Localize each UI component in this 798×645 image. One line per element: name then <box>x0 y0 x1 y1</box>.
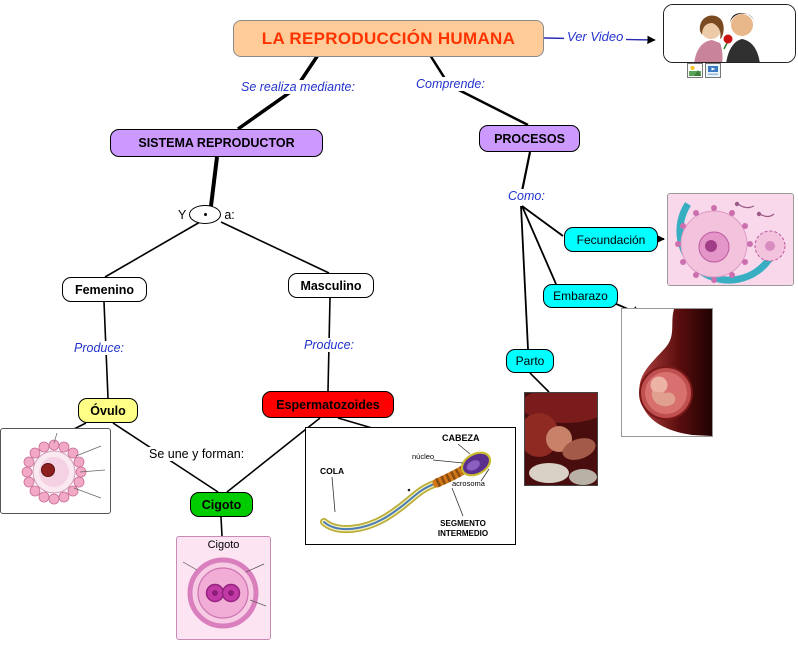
node-sistema-reproductor[interactable]: SISTEMA REPRODUCTOR <box>110 129 323 157</box>
cigoto-figure[interactable]: Cigoto <box>176 536 271 640</box>
parto-figure[interactable] <box>524 392 598 486</box>
fertilization-illustration <box>668 194 793 285</box>
sperm-label-segmento-1: SEGMENTO <box>440 519 486 528</box>
y-label-right: a: <box>224 207 235 222</box>
title-node[interactable]: LA REPRODUCCIÓN HUMANA <box>233 20 544 57</box>
sperm-label-cola: COLA <box>320 466 344 476</box>
sperm-label-acrosoma: acrosoma <box>452 479 486 488</box>
ver-video-link[interactable]: Ver Video <box>564 29 627 44</box>
sperm-label-cabeza: CABEZA <box>442 433 480 443</box>
linking-phrase-produce-masculino[interactable]: Produce: <box>302 338 357 352</box>
sperm-cell-illustration: CABEZA núcleo acrosoma COLA SEGMENTO INT… <box>306 428 515 544</box>
pregnancy-illustration <box>622 309 712 436</box>
linking-node-y-a[interactable]: Y a: <box>178 205 235 224</box>
couple-illustration <box>664 5 795 62</box>
sperm-label-segmento-2: INTERMEDIO <box>438 529 488 538</box>
linking-phrase-se-une[interactable]: Se une y forman: <box>147 447 247 461</box>
node-procesos[interactable]: PROCESOS <box>479 125 580 152</box>
linking-phrase-produce-femenino[interactable]: Produce: <box>72 341 127 355</box>
node-embarazo[interactable]: Embarazo <box>543 284 618 308</box>
fecundacion-figure[interactable] <box>667 193 794 286</box>
y-label-left: Y <box>178 207 187 222</box>
cigoto-figure-caption: Cigoto <box>207 539 240 551</box>
node-ovulo[interactable]: Óvulo <box>78 398 138 423</box>
node-espermatozoides[interactable]: Espermatozoides <box>262 391 394 418</box>
photo-resource-icon[interactable] <box>687 63 703 78</box>
node-femenino[interactable]: Femenino <box>62 277 147 302</box>
y-node-dot <box>203 213 207 216</box>
y-node-ellipse[interactable] <box>189 205 222 224</box>
node-fecundacion[interactable]: Fecundación <box>564 227 658 252</box>
zygote-illustration <box>182 557 267 629</box>
node-cigoto[interactable]: Cigoto <box>190 492 253 517</box>
linking-phrase-comprende[interactable]: Comprende: <box>414 77 487 91</box>
node-parto[interactable]: Parto <box>506 349 554 373</box>
embarazo-figure[interactable] <box>621 308 713 437</box>
linking-phrase-se-realiza[interactable]: Se realiza mediante: <box>239 80 357 94</box>
espermatozoide-figure[interactable]: CABEZA núcleo acrosoma COLA SEGMENTO INT… <box>305 427 516 545</box>
egg-cell-illustration <box>21 432 106 505</box>
sperm-label-nucleo: núcleo <box>412 452 434 461</box>
couple-photo[interactable] <box>663 4 796 63</box>
birth-illustration <box>525 393 597 485</box>
video-resource-icon[interactable] <box>705 63 721 78</box>
node-masculino[interactable]: Masculino <box>288 273 374 298</box>
linking-phrase-como[interactable]: Como: <box>506 189 547 203</box>
ovulo-figure[interactable] <box>0 428 111 514</box>
